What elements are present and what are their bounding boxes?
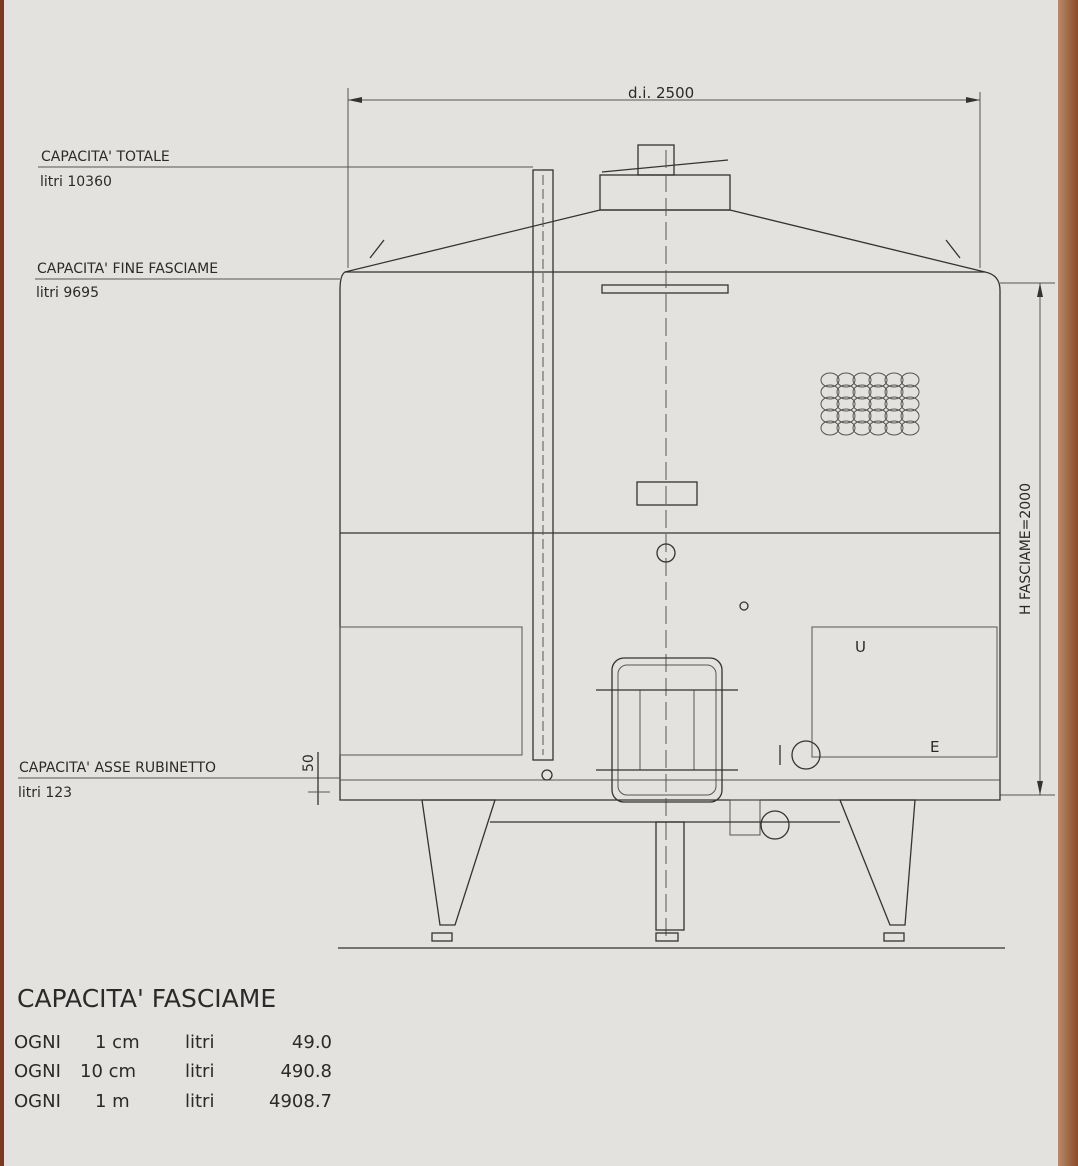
coil-circle [820,384,840,400]
coil-circle [836,372,856,388]
coil-circle [868,420,888,436]
tap-axis-capacity-title: CAPACITA' ASSE RUBINETTO [19,760,216,776]
coil-circle [852,396,872,412]
coil-circle [884,372,904,388]
coil-circle [900,372,920,388]
manhole-door [596,543,749,803]
coil-circle [900,408,920,424]
coil-circle [900,420,920,436]
coil-circle [820,396,840,412]
coil-circle [820,408,840,424]
row-step: 1 cm [95,1032,140,1053]
row-unit: litri [185,1061,214,1082]
table-row: OGNI 10 cm litri 490.8 [14,1061,332,1082]
coil-circle [868,396,888,412]
shell-capacity-title: CAPACITA' FASCIAME [17,984,276,1013]
coil-circle [884,384,904,400]
tank-legs [338,799,1005,949]
row-value: 49.0 [292,1032,332,1053]
coil-circle [852,384,872,400]
height-dimension: H FASCIAME=2000 [1000,282,1055,796]
coil-circle [868,384,888,400]
row-prefix: OGNI [14,1061,61,1082]
capacity-labels: CAPACITA' TOTALE litri 10360 CAPACITA' F… [18,149,533,805]
total-capacity-title: CAPACITA' TOTALE [41,149,170,165]
marker-u: U [855,638,866,656]
coil-circle [900,396,920,412]
coil-circle [836,396,856,412]
coil-circle [884,396,904,412]
coil-circle [852,372,872,388]
row-prefix: OGNI [14,1091,61,1112]
coil-circle [884,408,904,424]
drawing-sheet [4,0,1058,1166]
diameter-dimension: d.i. 2500 [347,84,981,268]
cooling-plate [820,372,920,436]
coil-circle [836,420,856,436]
table-row: OGNI 1 m litri 4908.7 [14,1091,332,1112]
shell-capacity-table: CAPACITA' FASCIAME OGNI 1 cm litri 49.0 … [14,984,332,1112]
valves: U E [729,638,939,840]
coil-circle [900,384,920,400]
row-value: 4908.7 [269,1091,332,1112]
row-unit: litri [185,1032,214,1053]
shell-end-capacity-value: litri 9695 [36,285,99,301]
tap-axis-capacity-value: litri 123 [18,785,72,801]
coil-circle [820,420,840,436]
coil-circle [820,372,840,388]
tank-body [339,150,1001,940]
tap-offset-label: 50 [301,754,317,772]
tank-roof [344,144,986,294]
coil-circle [868,408,888,424]
row-unit: litri [185,1091,214,1112]
row-prefix: OGNI [14,1032,61,1053]
coil-circle [868,372,888,388]
row-step: 1 m [95,1091,130,1112]
coil-circle [836,384,856,400]
wood-frame [1058,0,1078,1166]
level-gauge [532,169,554,781]
marker-e: E [930,738,939,756]
height-label: H FASCIAME=2000 [1018,483,1034,615]
table-row: OGNI 1 cm litri 49.0 [14,1032,332,1053]
coil-circle [884,420,904,436]
total-capacity-value: litri 10360 [40,174,112,190]
row-step: 10 cm [80,1061,136,1082]
shell-end-capacity-title: CAPACITA' FINE FASCIAME [37,261,218,277]
coil-circle [836,408,856,424]
coil-circle [852,420,872,436]
row-value: 490.8 [280,1061,332,1082]
diameter-label: d.i. 2500 [628,84,694,102]
coil-circle [852,408,872,424]
